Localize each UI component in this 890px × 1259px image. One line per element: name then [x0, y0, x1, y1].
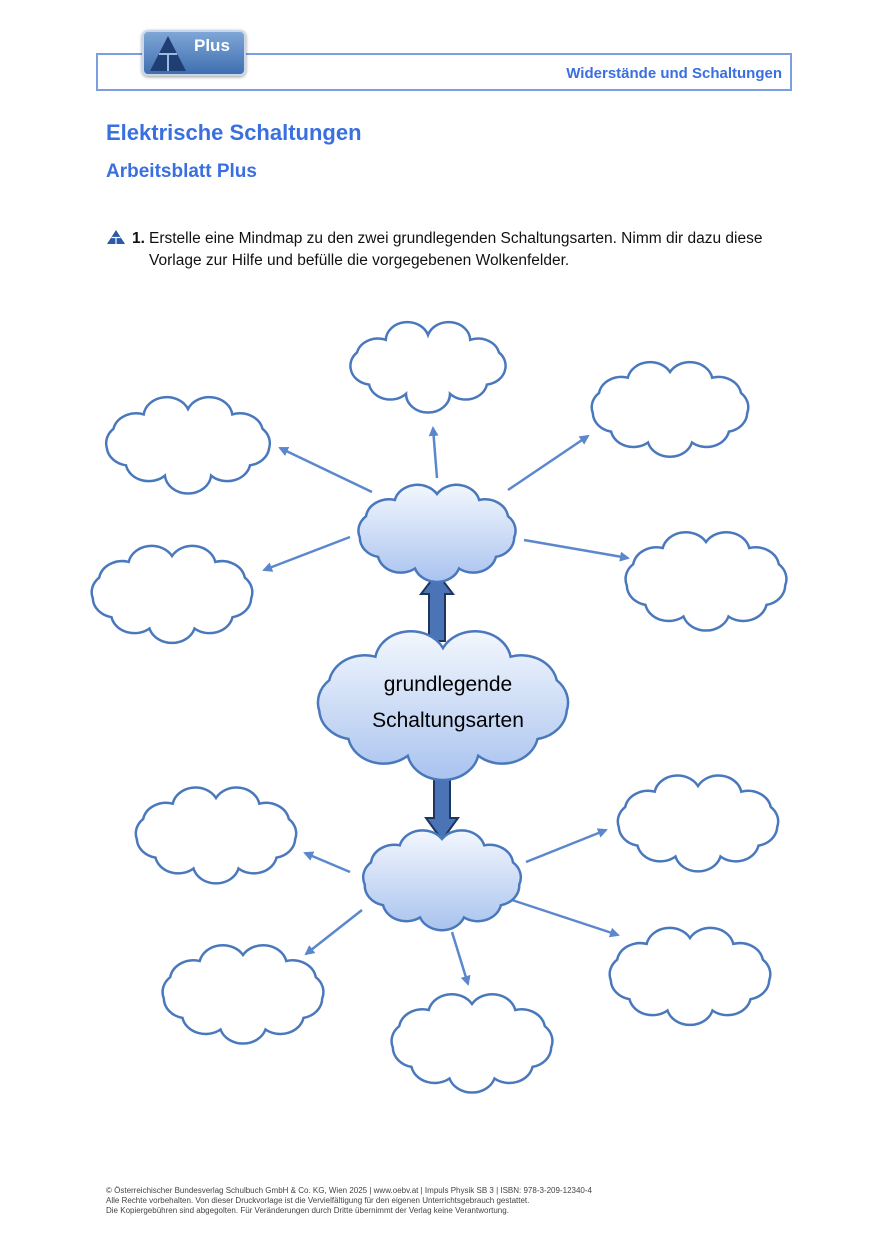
task-text: Erstelle eine Mindmap zu den zwei grundl… [149, 230, 763, 269]
cloud-hub-lower [361, 829, 523, 932]
page-subtitle: Arbeitsblatt Plus [106, 161, 257, 182]
footer-rights: Alle Rechte vorbehalten. Von dieser Druc… [106, 1196, 530, 1205]
cloud-empty-lower-left [134, 786, 298, 885]
plus-task-icon [107, 230, 125, 244]
footer: © Österreichischer Bundesverlag Schulbuc… [106, 1186, 806, 1216]
triangle-logo-icon [150, 36, 186, 71]
connector-arrow [303, 851, 351, 874]
logo-label: Plus [194, 36, 230, 55]
up-block-arrow [418, 571, 456, 642]
cloud-empty-bottom-left [161, 943, 325, 1045]
cloud-empty-bottom-center [390, 992, 554, 1094]
task-number: 1. [132, 230, 145, 247]
cloud-empty-top-center [349, 320, 507, 414]
connector-arrow [523, 538, 630, 562]
cloud-empty-bottom-right [608, 926, 772, 1027]
connector-arrow [304, 909, 363, 956]
cloud-center [316, 630, 570, 782]
cloud-hub-upper [357, 483, 517, 584]
page-title: Elektrische Schaltungen [106, 120, 362, 145]
down-block-arrow [424, 772, 460, 842]
cloud-empty-top-left [104, 395, 272, 495]
connector-arrow [278, 446, 373, 494]
header-bar: Widerstände und Schaltungen [96, 53, 792, 91]
center-label-line-1: grundlegende [384, 673, 512, 696]
connector-arrow [511, 898, 620, 938]
plus-logo: Plus [142, 30, 246, 76]
connector-arrow [428, 426, 439, 479]
cloud-empty-mid-right [624, 530, 788, 632]
center-label-line-2: Schaltungsarten [372, 709, 524, 732]
footer-disclaimer: Die Kopiergebühren sind abgegolten. Für … [106, 1206, 509, 1215]
cloud-empty-mid-left [90, 544, 254, 645]
connector-arrow [262, 535, 351, 572]
cloud-empty-top-right [590, 360, 750, 458]
footer-copyright: © Österreichischer Bundesverlag Schulbuc… [106, 1186, 592, 1195]
connector-arrow [525, 828, 608, 864]
header-topic: Widerstände und Schaltungen [566, 65, 782, 82]
cloud-empty-lower-right [616, 774, 780, 873]
connector-arrow [507, 434, 590, 492]
connector-arrow [450, 931, 471, 986]
